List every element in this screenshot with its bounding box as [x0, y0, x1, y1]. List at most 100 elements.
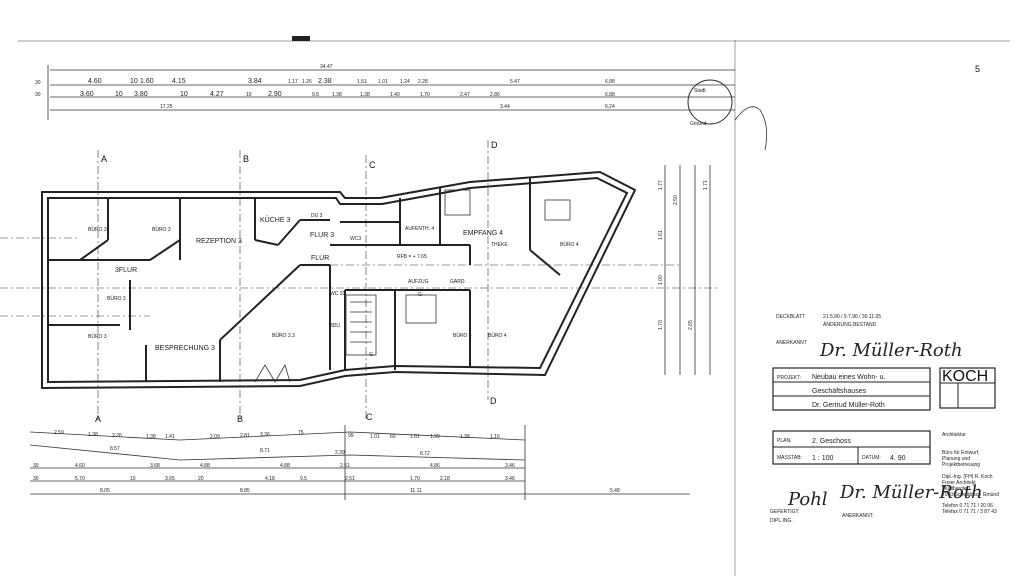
drawing-label: Geschäftshauses: [812, 388, 867, 395]
room-label: THEKE: [491, 242, 508, 248]
drawing-label: 8.57: [110, 446, 120, 452]
room-label: BÜRO 4: [488, 332, 507, 339]
signature: Pohl: [787, 489, 828, 510]
drawing-label: 4.27: [210, 91, 224, 98]
drawing-label: 1.00: [658, 275, 664, 285]
drawing-label: KOCH: [942, 368, 988, 385]
drawing-label: 8.85: [240, 488, 250, 494]
drawing-label: 1.01: [378, 79, 388, 85]
drawing-label: 10: [180, 91, 188, 98]
drawing-label: 3.46: [505, 476, 515, 482]
room-label: BÜRO 3: [152, 226, 171, 233]
drawing-label: 1.38: [360, 92, 370, 98]
drawing-label: 9.5: [300, 476, 307, 482]
drawing-label: 2.90: [268, 91, 282, 98]
drawing-label: 2.18: [440, 476, 450, 482]
room-label: BÜRO 4: [453, 332, 472, 339]
drawing-label: Planung und: [942, 456, 970, 462]
room-label: BESPRECHUNG 3: [155, 345, 215, 352]
drawing-label: 2.50: [673, 195, 679, 205]
koch-logo: KOCH: [939, 367, 996, 409]
drawing-label: 3.65: [165, 476, 175, 482]
drawing-label: PLAN.: [777, 438, 791, 444]
drawing-label: Telefon 0 71 71 / 20 06: [942, 503, 993, 509]
drawing-label: 9.5: [312, 92, 319, 98]
drawing-label: 3.80: [134, 91, 148, 98]
drawing-label: 2.09: [210, 434, 220, 440]
drawing-label: 1.38: [146, 434, 156, 440]
drawing-label: 5.70: [75, 476, 85, 482]
drawing-label: 8.72: [420, 451, 430, 457]
drawing-label: DIPL.ING.: [770, 518, 793, 524]
bottom-dimensions: 2.59 1.38 2.26 1.38 1.41 2.09 2.81 3.36 …: [29, 425, 690, 500]
drawing-label: 11.11: [410, 488, 422, 494]
drawing-label: 7070 Schwäbisch Gmünd: [942, 492, 999, 498]
scan-mark: [292, 36, 310, 41]
room-label: BÜRO 3: [88, 226, 107, 233]
drawing-label: 10: [130, 476, 136, 482]
project-box: PROJEKT: Neubau eines Wohn- u. Geschäfts…: [772, 367, 931, 411]
drawing-label: A: [95, 414, 101, 424]
drawing-label: 3.46: [505, 463, 515, 469]
drawing-label: 1.51: [357, 79, 367, 85]
drawing-label: 4. 90: [890, 455, 906, 462]
drawing-label: Architektur: [942, 432, 966, 438]
drawing-label: 1.16: [490, 434, 500, 440]
drawing-label: MASSTAB:: [777, 455, 802, 461]
svg-text:Stadt: Stadt: [694, 88, 706, 94]
drawing-label: 3.68: [150, 463, 160, 469]
drawing-label: A: [101, 154, 107, 164]
drawing-label: 1.01: [410, 434, 420, 440]
drawing-label: DECKBLATT: [776, 314, 805, 320]
drawing-label: 17.25: [160, 104, 173, 110]
drawing-label: 20: [198, 476, 204, 482]
drawing-label: 3.60: [80, 91, 94, 98]
drawing-label: 2.47: [460, 92, 470, 98]
drawing-label: ÄNDERUNG BESTAND: [823, 321, 877, 328]
city-stamp: Stadt Gmünd: [687, 79, 768, 151]
drawing-label: 8.71: [260, 448, 270, 454]
drawing-label: 4.60: [88, 78, 102, 85]
drawing-label: Neubau eines Wohn- u.: [812, 374, 885, 381]
room-label: REZEPTION 3: [196, 238, 242, 245]
page-number: 5: [975, 64, 980, 74]
signatures: GEFERTIGT: DIPL.ING. Pohl Dr. Müller-Rot…: [770, 482, 983, 524]
drawing-label: 1.99: [430, 434, 440, 440]
drawing-label: 1.26: [302, 79, 312, 85]
svg-text:Gmünd: Gmünd: [690, 121, 707, 127]
drawing-label: 6.88: [605, 92, 615, 98]
architect-info: Architektur Büro für Entwurf, Planung un…: [942, 432, 999, 515]
room-labels: BÜRO 3 BÜRO 3 REZEPTION 3 KÜCHE 3 DU 3 F…: [88, 213, 579, 358]
drawing-label: 2.81: [240, 433, 250, 439]
drawing-label: 1.70: [658, 320, 664, 330]
drawing-label: ANERKANNT: [776, 340, 807, 346]
drawing-label: 6.24: [605, 104, 615, 110]
drawing-label: 75: [298, 430, 304, 436]
drawing-label: 60: [390, 434, 396, 440]
plan-box: PLAN. 2. Geschoss MASSTAB: 1 : 100 DATUM…: [772, 430, 931, 465]
drawing-label: D: [491, 140, 498, 150]
drawing-label: 1.41: [165, 434, 175, 440]
room-label: KÜCHE 3: [260, 216, 290, 224]
drawing-label: 1 : 100: [812, 455, 834, 462]
drawing-label: 8.05: [100, 488, 110, 494]
signature: Dr. Müller-Roth: [819, 340, 963, 361]
drawing-label: 3.44: [500, 104, 510, 110]
deckblatt-block: DECKBLATT 21.5.90 / 9.7.90 / 30.11.05 ÄN…: [776, 314, 963, 361]
drawing-label: 30: [35, 92, 41, 98]
drawing-label: GEFERTIGT:: [770, 509, 799, 515]
room-label: BÜRO 4: [560, 241, 579, 248]
room-label: G: [369, 352, 373, 358]
room-label: BÜRO 3.3: [272, 332, 295, 339]
drawing-label: 30: [33, 476, 39, 482]
room-label: BÜRO 3: [107, 295, 126, 302]
drawing-label: 1.38: [88, 432, 98, 438]
drawing-label: 1.61: [658, 230, 664, 240]
drawing-label: B: [243, 154, 249, 164]
drawing-label: C: [369, 160, 376, 170]
room-label: FLUR: [311, 255, 329, 262]
right-dimensions: 1.77 2.50 1.61 1.00 1.70 2.65 1.71: [658, 165, 711, 375]
room-label: WC3: [350, 236, 361, 242]
drawing-label: DATUM:: [862, 455, 881, 461]
drawing-label: 4.88: [200, 463, 210, 469]
